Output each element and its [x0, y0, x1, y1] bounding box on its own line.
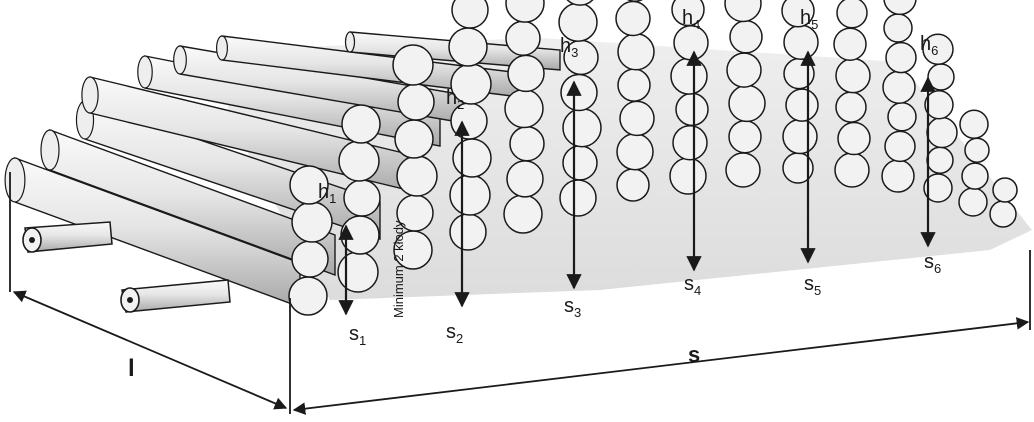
log-end	[617, 169, 649, 201]
log-end	[883, 71, 915, 103]
side-log-end	[217, 36, 228, 60]
log-end	[927, 147, 953, 173]
log-end	[993, 178, 1017, 202]
log-end	[562, 0, 598, 5]
log-end	[783, 120, 817, 154]
log-end	[618, 34, 654, 70]
log-end	[965, 138, 989, 162]
log-end	[730, 21, 762, 53]
log-end	[618, 69, 650, 101]
log-end	[452, 0, 488, 28]
log-end	[508, 55, 544, 91]
log-end	[674, 26, 708, 60]
log-end	[453, 139, 491, 177]
log-end	[563, 146, 597, 180]
log-end	[886, 43, 916, 73]
log-end	[990, 201, 1016, 227]
s3-label: s3	[564, 295, 581, 320]
log-end	[959, 188, 987, 216]
log-end	[928, 64, 954, 90]
log-end	[342, 105, 380, 143]
log-end	[885, 131, 915, 161]
side-log-end	[41, 130, 59, 170]
log-end	[510, 127, 544, 161]
side-log-end	[82, 77, 98, 113]
log-end	[560, 180, 596, 216]
log-end	[784, 59, 814, 89]
log-end	[344, 180, 380, 216]
log-end	[450, 175, 490, 215]
side-log-end	[138, 56, 152, 88]
log-end	[449, 28, 487, 66]
side-log-end	[346, 32, 355, 52]
s2-label: s2	[446, 321, 463, 346]
log-end	[393, 45, 433, 85]
log-end	[507, 161, 543, 197]
log-end	[727, 53, 761, 87]
log-end	[884, 14, 912, 42]
minimum-logs-note: Minimum 2 kłody	[391, 220, 406, 318]
log-end	[729, 85, 765, 121]
log-end	[450, 214, 486, 250]
log-end	[292, 202, 332, 242]
log-end	[506, 21, 540, 55]
log-end	[289, 277, 327, 315]
log-end	[338, 252, 378, 292]
log-end	[836, 92, 866, 122]
log-end	[729, 121, 761, 153]
log-end	[925, 91, 953, 119]
log-end	[619, 0, 651, 1]
log-end	[960, 110, 988, 138]
log-end	[292, 241, 328, 277]
log-end	[504, 195, 542, 233]
s1-label: s1	[349, 323, 366, 348]
log-end	[834, 28, 866, 60]
log-end	[339, 141, 379, 181]
log-end	[838, 123, 870, 155]
log-end	[673, 126, 707, 160]
log-end	[620, 101, 654, 135]
log-end	[835, 153, 869, 187]
log-end	[671, 58, 707, 94]
log-end	[836, 59, 870, 93]
log-end	[962, 163, 988, 189]
log-end	[563, 109, 601, 147]
s5-label: s5	[804, 273, 821, 298]
log-end	[617, 134, 653, 170]
log-end	[837, 0, 867, 28]
log-end	[506, 0, 544, 22]
log-end	[395, 120, 433, 158]
side-log-end	[5, 158, 25, 202]
log-end	[561, 75, 597, 111]
h5-label: h5	[800, 7, 818, 32]
log-end	[616, 2, 650, 36]
log-end	[927, 118, 957, 148]
side-log-end	[174, 46, 187, 74]
length-label: l	[128, 355, 135, 382]
log-end	[398, 84, 434, 120]
log-end	[882, 160, 914, 192]
width-label: s	[688, 342, 700, 367]
width-dimension-arrow	[294, 322, 1028, 410]
log-end	[670, 158, 706, 194]
log-end	[786, 89, 818, 121]
log-end	[676, 93, 708, 125]
log-end	[725, 0, 761, 22]
log-end	[884, 0, 916, 14]
log-end	[888, 103, 916, 131]
log-end	[726, 153, 760, 187]
log-end	[505, 90, 543, 128]
log-end	[397, 156, 437, 196]
